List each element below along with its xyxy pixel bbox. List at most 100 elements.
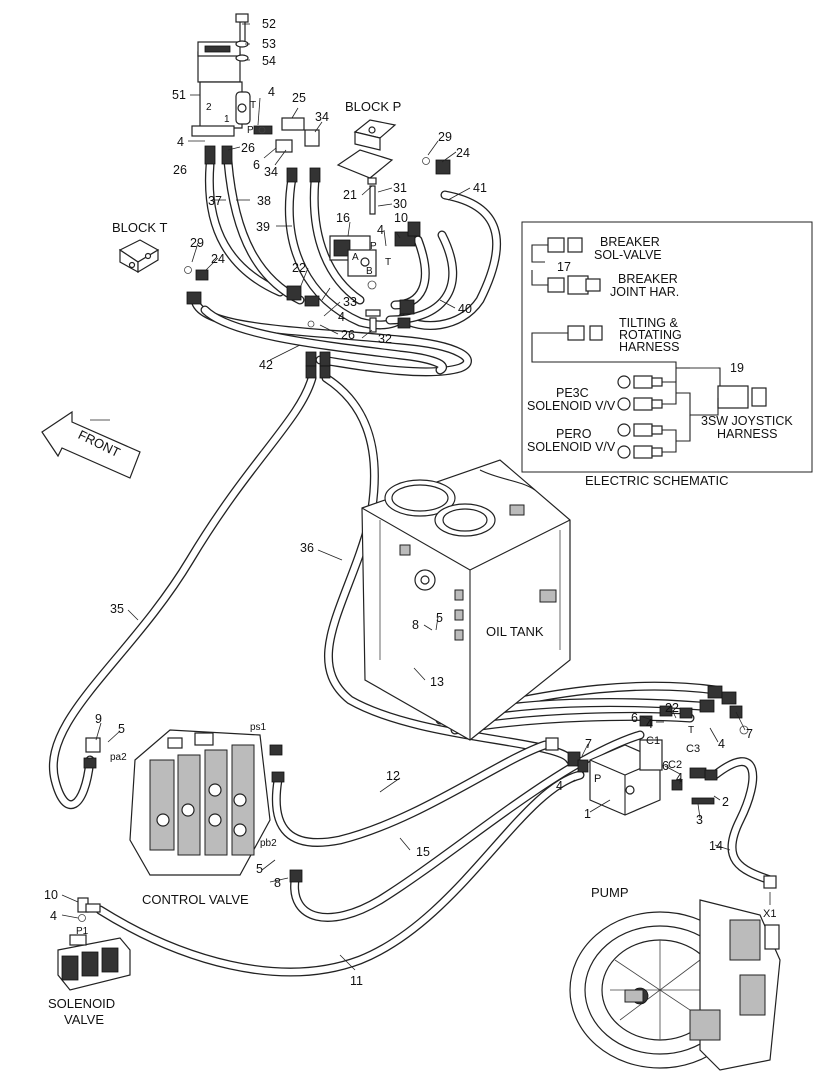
callout-41: 41 xyxy=(473,181,487,195)
block-p xyxy=(336,119,451,215)
port-1: 1 xyxy=(224,114,230,125)
label-solenoid-valve-2: VALVE xyxy=(64,1012,104,1027)
label-block-t: BLOCK T xyxy=(112,220,167,235)
callout-36: 36 xyxy=(300,541,314,555)
callout-26b: 26 xyxy=(241,141,255,155)
schem-breaker-joint-1: BREAKER xyxy=(618,272,678,286)
callout-4a: 4 xyxy=(268,85,275,99)
port-c2: C2 xyxy=(668,759,682,771)
callout-6a: 6 xyxy=(253,158,260,172)
schem-pero-1: PERO xyxy=(556,427,592,441)
callout-25: 25 xyxy=(292,91,306,105)
leader-lines xyxy=(61,23,771,971)
port-c1: C1 xyxy=(646,735,660,747)
port-p1: P1 xyxy=(76,926,89,937)
port-x1: X1 xyxy=(763,908,776,920)
section-labels: BLOCK P BLOCK T FRONT OIL TANK CONTROL V… xyxy=(48,99,629,1027)
callout-12: 12 xyxy=(386,769,400,783)
callout-2: 2 xyxy=(722,795,729,809)
label-oil-tank: OIL TANK xyxy=(486,624,544,639)
callout-6b: 6 xyxy=(631,711,638,725)
pump xyxy=(569,899,781,1071)
schem-ref-19: 19 xyxy=(730,361,744,375)
callout-34b: 34 xyxy=(264,165,278,179)
callout-10a: 10 xyxy=(394,211,408,225)
oil-tank xyxy=(361,459,571,741)
label-pump: PUMP xyxy=(591,885,629,900)
callout-13: 13 xyxy=(430,675,444,689)
callout-35: 35 xyxy=(110,602,124,616)
port-p-valve: P xyxy=(594,773,601,785)
schem-tilting-3: HARNESS xyxy=(619,340,679,354)
callout-33: 33 xyxy=(343,295,357,309)
callout-38: 38 xyxy=(257,194,271,208)
schem-joystick-2: HARNESS xyxy=(717,427,777,441)
port-t2: T xyxy=(385,257,391,268)
callout-10b: 10 xyxy=(44,888,58,902)
callout-14: 14 xyxy=(709,839,723,853)
port-c3: C3 xyxy=(686,743,700,755)
callout-29a: 29 xyxy=(438,130,452,144)
callout-4e: 4 xyxy=(646,717,653,731)
pe3c-connectors xyxy=(617,375,663,411)
callout-6c: 6 xyxy=(662,759,669,773)
callout-22b: 22 xyxy=(665,701,679,715)
diverter-valve xyxy=(329,235,377,277)
callout-4f: 4 xyxy=(718,737,725,751)
port-t: T xyxy=(250,100,256,111)
schem-pero-2: SOLENOID V/V xyxy=(527,440,616,454)
breaker-solenoid xyxy=(191,13,251,137)
callout-21: 21 xyxy=(343,188,357,202)
block-t xyxy=(118,239,160,274)
callout-7b: 7 xyxy=(585,737,592,751)
callout-4b: 4 xyxy=(177,135,184,149)
schem-title: ELECTRIC SCHEMATIC xyxy=(585,473,729,488)
port-pb2: pb2 xyxy=(260,838,277,849)
label-control-valve: CONTROL VALVE xyxy=(142,892,249,907)
callout-numbers: 52 53 54 51 4 25 34 4 26 26 6 34 29 24 2… xyxy=(44,17,753,988)
callout-54: 54 xyxy=(262,54,276,68)
schem-breaker-joint-2: JOINT HAR. xyxy=(610,285,679,299)
schem-breaker-sol-1: BREAKER xyxy=(600,235,660,249)
callout-5b: 5 xyxy=(118,722,125,736)
callout-31: 31 xyxy=(393,181,407,195)
port-p2: P xyxy=(370,241,377,252)
callout-26a: 26 xyxy=(173,163,187,177)
label-block-p: BLOCK P xyxy=(345,99,401,114)
port-ps1: ps1 xyxy=(250,722,267,733)
callout-1: 1 xyxy=(584,807,591,821)
control-valve xyxy=(83,729,303,883)
callout-39: 39 xyxy=(256,220,270,234)
pero-connectors xyxy=(617,423,663,459)
port-p: P xyxy=(247,125,254,136)
schem-joystick-1: 3SW JOYSTICK xyxy=(701,414,793,428)
callout-11: 11 xyxy=(350,974,363,988)
callout-42: 42 xyxy=(259,358,273,372)
callout-29b: 29 xyxy=(190,236,204,250)
callout-9: 9 xyxy=(95,712,102,726)
callout-37: 37 xyxy=(208,194,222,208)
callout-4c: 4 xyxy=(377,223,384,237)
callout-16: 16 xyxy=(336,211,350,225)
hose-12 xyxy=(271,740,550,847)
schem-breaker-sol-2: SOL-VALVE xyxy=(594,248,662,262)
callout-15: 15 xyxy=(416,845,430,859)
callout-40: 40 xyxy=(458,302,472,316)
callout-26c: 26 xyxy=(341,328,355,342)
callout-53: 53 xyxy=(262,37,276,51)
port-labels: 2 1 T P A B P T ps1 pa2 pb2 C1 C2 C3 P T… xyxy=(76,100,776,937)
label-solenoid-valve-1: SOLENOID xyxy=(48,996,115,1011)
callout-22a: 22 xyxy=(292,261,306,275)
schem-ref-17: 17 xyxy=(557,260,571,274)
schem-tilting-2: ROTATING xyxy=(619,328,682,342)
callout-51: 51 xyxy=(172,88,186,102)
port-pa2: pa2 xyxy=(110,752,127,763)
callout-4d: 4 xyxy=(338,310,345,324)
callout-4h: 4 xyxy=(676,771,683,785)
valve-block xyxy=(545,685,777,889)
callout-5a: 5 xyxy=(436,611,443,625)
port-b: B xyxy=(366,266,373,277)
callout-34a: 34 xyxy=(315,110,329,124)
callout-3: 3 xyxy=(696,813,703,827)
